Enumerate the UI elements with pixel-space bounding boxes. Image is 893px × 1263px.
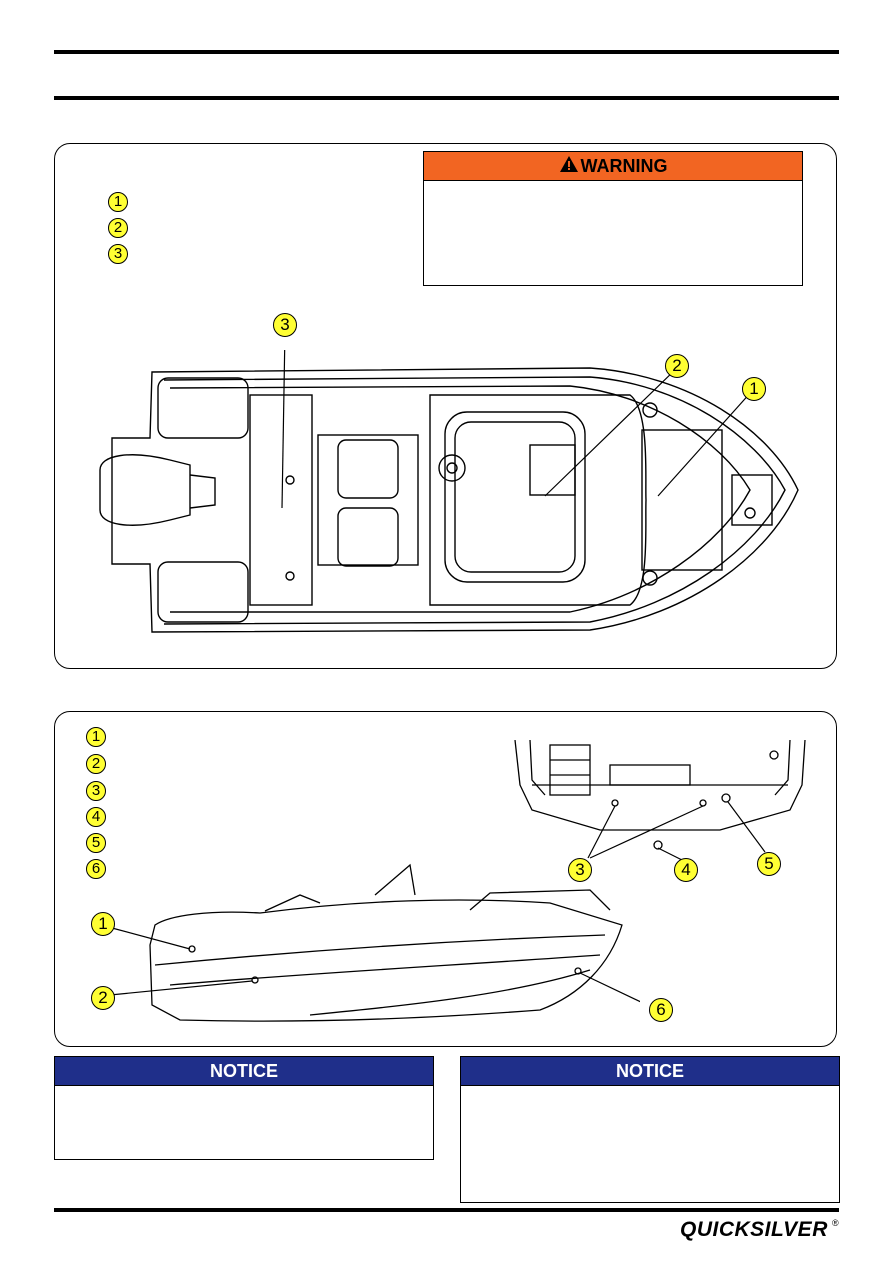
boat-side-view-diagram xyxy=(110,863,640,1022)
legend-badge-5-b: 5 xyxy=(86,833,106,853)
legend-badge-2-b: 2 xyxy=(86,754,106,774)
header-rule-top xyxy=(54,50,839,54)
header-rule-bottom xyxy=(54,96,839,100)
legend-badge-1: 1 xyxy=(108,192,128,212)
notice-header-right: NOTICE xyxy=(461,1057,839,1086)
bottom-panel xyxy=(54,711,837,1047)
footer-rule xyxy=(54,1208,839,1212)
diagram-callout-3-stern: 3 xyxy=(568,858,592,882)
legend-badge-3-b: 3 xyxy=(86,781,106,801)
diagram-callout-3-top: 3 xyxy=(273,313,297,337)
diagram-callout-6-side: 6 xyxy=(649,998,673,1022)
diagram-callout-2-side: 2 xyxy=(91,986,115,1010)
boat-top-view-diagram xyxy=(99,350,799,633)
diagram-callout-4-stern: 4 xyxy=(674,858,698,882)
diagram-callout-1-top: 1 xyxy=(742,377,766,401)
warning-triangle-icon xyxy=(559,153,579,181)
notice-box-right: NOTICE xyxy=(460,1056,840,1203)
legend-badge-1-b: 1 xyxy=(86,727,106,747)
diagram-callout-2-top: 2 xyxy=(665,354,689,378)
diagram-callout-5-stern: 5 xyxy=(757,852,781,876)
warning-header: WARNING xyxy=(424,152,802,181)
warning-box: WARNING xyxy=(423,151,803,286)
legend-badge-2: 2 xyxy=(108,218,128,238)
registered-mark: ® xyxy=(832,1218,839,1228)
notice-header-left: NOTICE xyxy=(55,1057,433,1086)
boat-stern-view-diagram xyxy=(514,740,806,861)
diagram-callout-1-side: 1 xyxy=(91,912,115,936)
notice-box-left: NOTICE xyxy=(54,1056,434,1160)
legend-badge-3: 3 xyxy=(108,244,128,264)
warning-title: WARNING xyxy=(580,156,668,176)
legend-badge-4-b: 4 xyxy=(86,807,106,827)
quicksilver-logo: QUICKSILVER xyxy=(680,1218,828,1241)
legend-badge-6-b: 6 xyxy=(86,859,106,879)
